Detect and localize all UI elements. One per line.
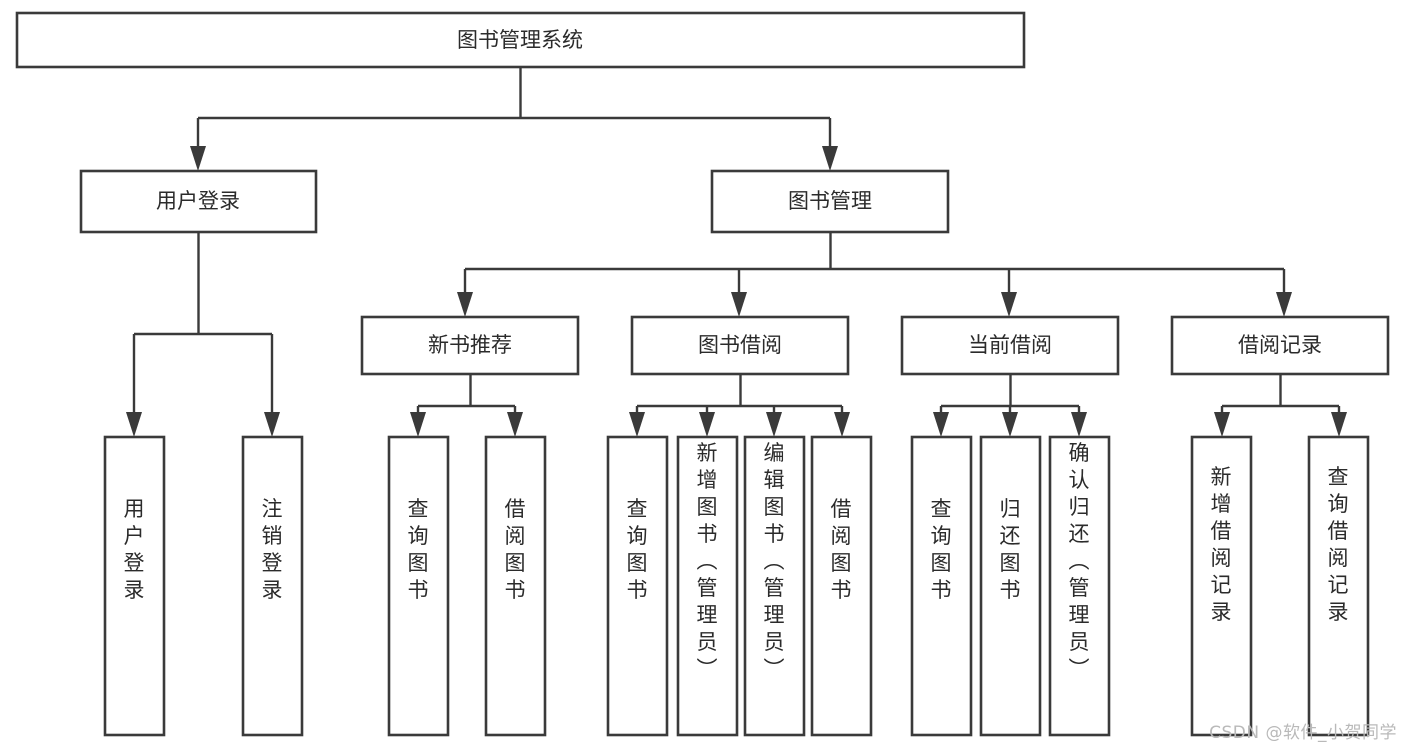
node-leaf-query-book-1-box[interactable] <box>387 435 450 737</box>
node-leaf-confirm-return-box[interactable] <box>1048 435 1111 737</box>
node-leaf-logout-login-label: 注销登录 <box>262 497 283 602</box>
node-leaf-return-book-box[interactable] <box>979 435 1042 737</box>
node-leaf-query-record[interactable]: 查询借阅记录 <box>1307 435 1370 737</box>
node-new-book-recommend-label: 新书推荐 <box>428 333 512 357</box>
node-leaf-borrow-book-2-box[interactable] <box>810 435 873 737</box>
arrowhead-leaf-borrow-book-1 <box>507 412 523 437</box>
arrowhead-leaf-add-record <box>1214 412 1230 437</box>
node-root-box[interactable] <box>15 11 1026 69</box>
node-leaf-query-book-1[interactable]: 查询图书 <box>387 435 450 737</box>
arrowhead-leaf-user-login <box>126 412 142 437</box>
node-book-borrow[interactable]: 图书借阅 <box>630 315 850 376</box>
arrowhead-current-borrow <box>1001 292 1017 317</box>
arrowhead-leaf-query-record <box>1331 412 1347 437</box>
node-leaf-add-record-box[interactable] <box>1190 435 1253 737</box>
csdn-watermark: CSDN @软件_小贺同学 <box>1209 723 1397 743</box>
arrowhead-leaf-query-book-2 <box>629 412 645 437</box>
arrowhead-leaf-borrow-book-2 <box>834 412 850 437</box>
node-leaf-return-book-label: 归还图书 <box>1000 497 1021 602</box>
node-borrow-record[interactable]: 借阅记录 <box>1170 315 1390 376</box>
connector-layer <box>126 67 1347 437</box>
node-leaf-borrow-book-1-box[interactable] <box>484 435 547 737</box>
arrowhead-leaf-edit-book <box>766 412 782 437</box>
node-leaf-edit-book-label: 编辑图书︵管理员︶ <box>764 441 785 681</box>
node-root[interactable]: 图书管理系统 <box>15 11 1026 69</box>
node-current-borrow[interactable]: 当前借阅 <box>900 315 1120 376</box>
node-book-borrow-box[interactable] <box>630 315 850 376</box>
node-book-manage[interactable]: 图书管理 <box>710 169 950 234</box>
arrowhead-user-login <box>190 146 206 171</box>
node-leaf-borrow-book-2-label: 借阅图书 <box>831 497 852 602</box>
node-leaf-add-record[interactable]: 新增借阅记录 <box>1190 435 1253 737</box>
node-leaf-logout-login-box[interactable] <box>241 435 304 737</box>
node-leaf-edit-book[interactable]: 编辑图书︵管理员︶ <box>743 435 806 737</box>
arrowhead-book-borrow <box>731 292 747 317</box>
node-borrow-record-label: 借阅记录 <box>1238 333 1322 357</box>
node-current-borrow-label: 当前借阅 <box>968 333 1052 357</box>
arrowhead-leaf-query-book-3 <box>933 412 949 437</box>
node-user-login[interactable]: 用户登录 <box>79 169 318 234</box>
node-leaf-query-book-3[interactable]: 查询图书 <box>910 435 973 737</box>
node-leaf-query-book-3-label: 查询图书 <box>931 497 952 602</box>
arrowhead-leaf-add-book <box>699 412 715 437</box>
arrowhead-leaf-logout-login <box>264 412 280 437</box>
node-leaf-user-login[interactable]: 用户登录 <box>103 435 166 737</box>
node-leaf-add-book-label: 新增图书︵管理员︶ <box>697 441 718 681</box>
node-leaf-query-book-2-box[interactable] <box>606 435 669 737</box>
node-leaf-user-login-label: 用户登录 <box>124 497 145 602</box>
node-root-label: 图书管理系统 <box>457 28 583 52</box>
node-book-borrow-label: 图书借阅 <box>698 333 782 357</box>
node-leaf-add-book-box[interactable] <box>676 435 739 737</box>
arrowhead-borrow-record <box>1276 292 1292 317</box>
arrowhead-book-manage <box>822 146 838 171</box>
node-leaf-return-book[interactable]: 归还图书 <box>979 435 1042 737</box>
arrowhead-new-book-recommend <box>457 292 473 317</box>
node-leaf-query-book-2-label: 查询图书 <box>627 497 648 602</box>
arrowhead-leaf-confirm-return <box>1071 412 1087 437</box>
node-leaf-borrow-book-1[interactable]: 借阅图书 <box>484 435 547 737</box>
node-new-book-recommend-box[interactable] <box>360 315 580 376</box>
node-borrow-record-box[interactable] <box>1170 315 1390 376</box>
node-book-manage-box[interactable] <box>710 169 950 234</box>
node-user-login-label: 用户登录 <box>156 189 240 213</box>
node-leaf-logout-login[interactable]: 注销登录 <box>241 435 304 737</box>
node-layer: 图书管理系统 用户登录 图书管理 新书推荐 图书借阅 <box>15 11 1390 737</box>
node-leaf-confirm-return-label: 确认归还︵管理员︶ <box>1069 441 1090 681</box>
node-leaf-query-book-1-label: 查询图书 <box>408 497 429 602</box>
node-user-login-box[interactable] <box>79 169 318 234</box>
arrowhead-leaf-return-book <box>1002 412 1018 437</box>
node-leaf-query-record-label: 查询借阅记录 <box>1328 465 1349 624</box>
node-leaf-borrow-book-2[interactable]: 借阅图书 <box>810 435 873 737</box>
node-leaf-borrow-book-1-label: 借阅图书 <box>505 497 526 602</box>
node-leaf-query-book-2[interactable]: 查询图书 <box>606 435 669 737</box>
node-new-book-recommend[interactable]: 新书推荐 <box>360 315 580 376</box>
node-leaf-query-book-3-box[interactable] <box>910 435 973 737</box>
arrowhead-leaf-query-book-1 <box>410 412 426 437</box>
node-leaf-add-book[interactable]: 新增图书︵管理员︶ <box>676 435 739 737</box>
node-leaf-user-login-box[interactable] <box>103 435 166 737</box>
node-current-borrow-box[interactable] <box>900 315 1120 376</box>
node-leaf-add-record-label: 新增借阅记录 <box>1211 465 1232 624</box>
node-leaf-edit-book-box[interactable] <box>743 435 806 737</box>
node-leaf-query-record-box[interactable] <box>1307 435 1370 737</box>
node-leaf-confirm-return[interactable]: 确认归还︵管理员︶ <box>1048 435 1111 737</box>
node-book-manage-label: 图书管理 <box>788 189 872 213</box>
